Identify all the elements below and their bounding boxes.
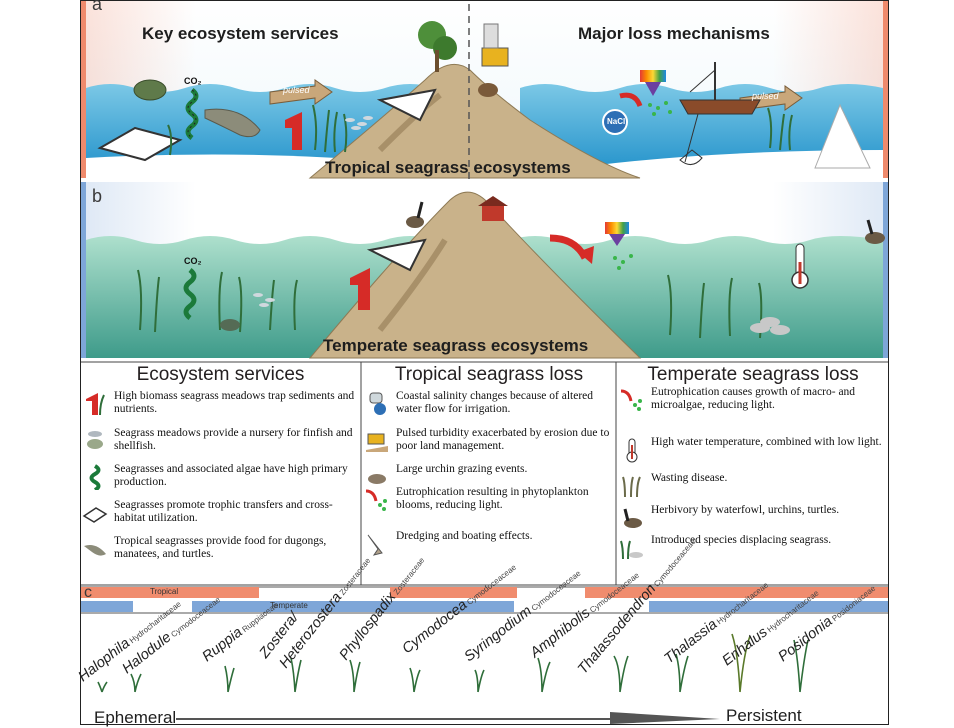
panel-c-letter: c <box>84 584 92 601</box>
legend-item-text: High water temperature, combined with lo… <box>651 436 882 448</box>
legend-item-text: High biomass seagrass meadows trap sedim… <box>114 390 355 415</box>
temperate-bar-label: Temperate <box>270 601 308 610</box>
seagrass-figure: a Key ecosystem services Major loss mech… <box>76 0 889 727</box>
urchin-icon <box>368 474 386 484</box>
invasive-species-icon <box>620 540 643 560</box>
bulldozer-icon <box>366 433 388 452</box>
crab-fish-icon <box>87 431 103 449</box>
eutrophication-icon <box>365 489 387 511</box>
panel-b-letter: b <box>92 186 103 206</box>
fishing-boat <box>679 62 761 165</box>
panel-a-bottom-title: Tropical seagrass ecosystems <box>325 158 571 177</box>
trophic-arrows-icon <box>82 507 108 523</box>
legend-item-text: Dredging and boating effects. <box>396 530 533 542</box>
persistence-arrow <box>176 712 720 724</box>
legend-item-text: Seagrass meadows provide a nursery for f… <box>114 427 353 452</box>
legend-tropical-loss: Tropical seagrass loss Coastal salinity … <box>362 364 616 582</box>
thermometer-icon <box>626 438 638 463</box>
sea-turtle <box>133 79 167 101</box>
co2-algae-icon <box>89 464 101 490</box>
panel-b-temperate-scene <box>80 182 889 359</box>
goose-icon <box>623 508 642 528</box>
pulsed-label-left: pulsed <box>283 85 310 95</box>
tropical-bar-label: Tropical <box>150 587 179 596</box>
pulsed-label-right: pulsed <box>752 91 779 101</box>
legend-dividers <box>80 361 889 586</box>
legend-item-text: Pulsed turbidity exacerbated by erosion … <box>396 427 610 452</box>
co2-algae <box>185 88 199 140</box>
legend-item-text: Eutrophication causes growth of macro- a… <box>651 386 856 411</box>
panel-a-left-title: Key ecosystem services <box>142 24 339 43</box>
dredge-icon <box>367 534 383 556</box>
legend-item-text: Introduced species displacing seagrass. <box>651 534 832 546</box>
ecosystem-scene <box>80 0 889 725</box>
legend-heading-tropical: Tropical seagrass loss <box>394 364 584 385</box>
legend-item-text: Tropical seagrasses provide food for dug… <box>114 535 327 560</box>
salinity-icon <box>369 392 386 415</box>
pulsed-arrow-left <box>269 79 333 105</box>
legend-ecosystem-services: Ecosystem services High biomass seagrass… <box>80 364 361 582</box>
ephemeral-label: Ephemeral <box>94 708 177 727</box>
dugong <box>204 108 261 138</box>
co2-label-b: CO₂ <box>184 256 202 266</box>
persistent-label: Persistent <box>726 706 802 725</box>
legend-item-text: Wasting disease. <box>651 472 728 484</box>
dugong-icon <box>84 545 106 556</box>
legend-heading-services: Ecosystem services <box>136 364 305 385</box>
sand-mound <box>308 63 641 179</box>
biogeography-bars <box>80 586 889 614</box>
red-arrow-icon <box>86 393 105 416</box>
legend-temperate-loss: Temperate seagrass loss Eutrophication c… <box>617 364 889 582</box>
legend-item-text: Seagrasses promote trophic transfers and… <box>114 499 333 524</box>
legend-item-text: Coastal salinity changes because of alte… <box>396 390 594 415</box>
wasting-disease-icon <box>622 476 641 498</box>
legend-heading-temperate: Temperate seagrass loss <box>647 364 859 385</box>
legend-item-text: Herbivory by waterfowl, urchins, turtles… <box>651 504 840 516</box>
nacl-label: NaCl <box>607 117 626 126</box>
nacl-icon <box>602 109 628 135</box>
panel-a-letter: a <box>92 0 103 14</box>
panel-a-right-title: Major loss mechanisms <box>578 24 770 43</box>
goose-left <box>406 201 424 228</box>
co2-label-a: CO₂ <box>184 76 202 86</box>
legend-item-text: Eutrophication resulting in phytoplankto… <box>396 486 589 511</box>
legend-item-text: Large urchin grazing events. <box>396 463 528 475</box>
panel-b-bottom-title: Temperate seagrass ecosystems <box>323 336 589 355</box>
legend-item-text: Seagrasses and associated algae have hig… <box>114 463 348 488</box>
eutrophication-icon <box>620 389 642 411</box>
seagrass-species-icons <box>97 633 809 693</box>
goose-right <box>865 219 885 244</box>
panel-a-tropical-scene <box>80 0 889 355</box>
